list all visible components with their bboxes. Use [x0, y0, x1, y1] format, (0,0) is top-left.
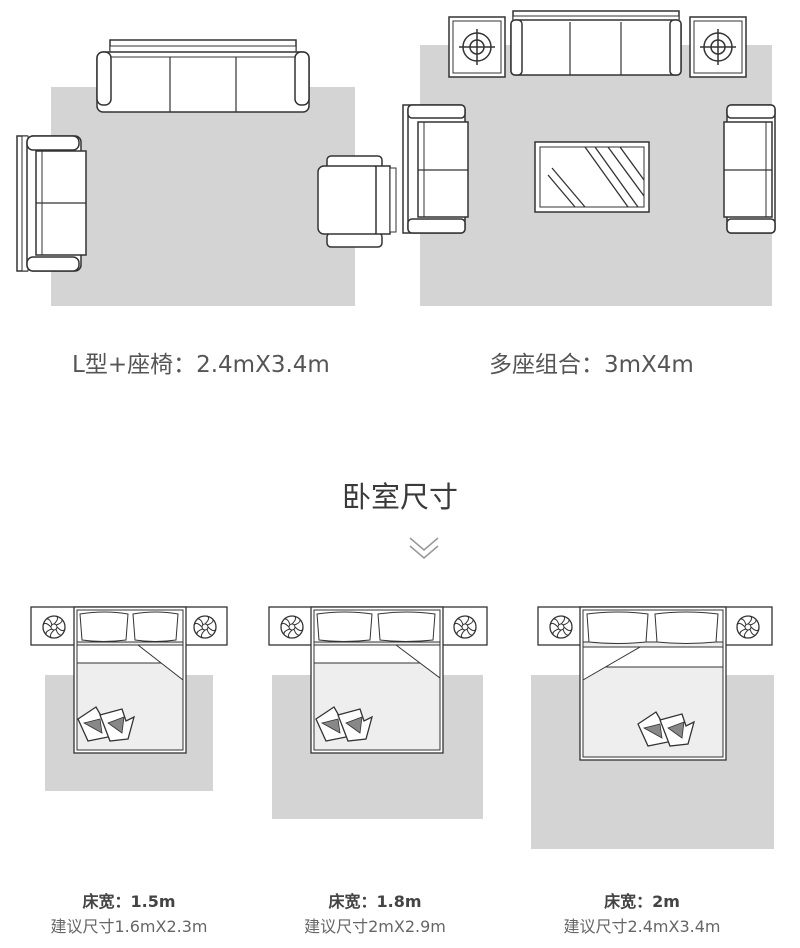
bed-1-caption: 床宽：1.5m 建议尺寸1.6mX2.3m: [0, 890, 259, 940]
bedside-lamp-icon: [736, 615, 760, 639]
lamp-table-icon: [689, 16, 747, 78]
coffee-table: [534, 141, 650, 213]
bed-layout-3: [531, 606, 774, 849]
bedside-lamp-icon: [42, 615, 66, 639]
double-chevron-down-icon: [409, 537, 439, 560]
bedroom-section-title: 卧室尺寸: [341, 480, 458, 514]
living-layout-2: [402, 10, 776, 306]
sofa-left: [16, 135, 87, 272]
bed-2-caption: 床宽：1.8m 建议尺寸2mX2.9m: [245, 890, 505, 940]
living-layout-2-caption: 多座组合：3mX4m: [489, 352, 694, 378]
bedside-lamp-icon: [453, 615, 477, 639]
living-layout-1: [16, 39, 397, 306]
sofa-left: [402, 104, 469, 234]
living-layout-1-caption: L型+座椅：2.4mX3.4m: [72, 352, 330, 378]
bed-2-width-label: 床宽：1.8m: [328, 892, 422, 911]
rug: [51, 87, 355, 306]
bed-1-width-label: 床宽：1.5m: [82, 892, 176, 911]
bedside-lamp-icon: [280, 615, 304, 639]
sofa-top: [510, 10, 682, 76]
armchair: [317, 155, 397, 248]
bedside-lamp-icon: [549, 615, 573, 639]
bed-layout-2: [268, 606, 488, 819]
bed-1-size-label: 建议尺寸1.6mX2.3m: [50, 917, 208, 936]
bed-2-size-label: 建议尺寸2mX2.9m: [304, 917, 446, 936]
sofa-top: [96, 39, 310, 113]
bedside-lamp-icon: [193, 615, 217, 639]
sofa-right: [723, 104, 776, 234]
lamp-table-icon: [448, 16, 506, 78]
bed-3-size-label: 建议尺寸2.4mX3.4m: [563, 917, 721, 936]
bed-3-caption: 床宽：2m 建议尺寸2.4mX3.4m: [512, 890, 772, 940]
bed-layout-1: [30, 606, 228, 791]
bed-3-width-label: 床宽：2m: [604, 892, 680, 911]
